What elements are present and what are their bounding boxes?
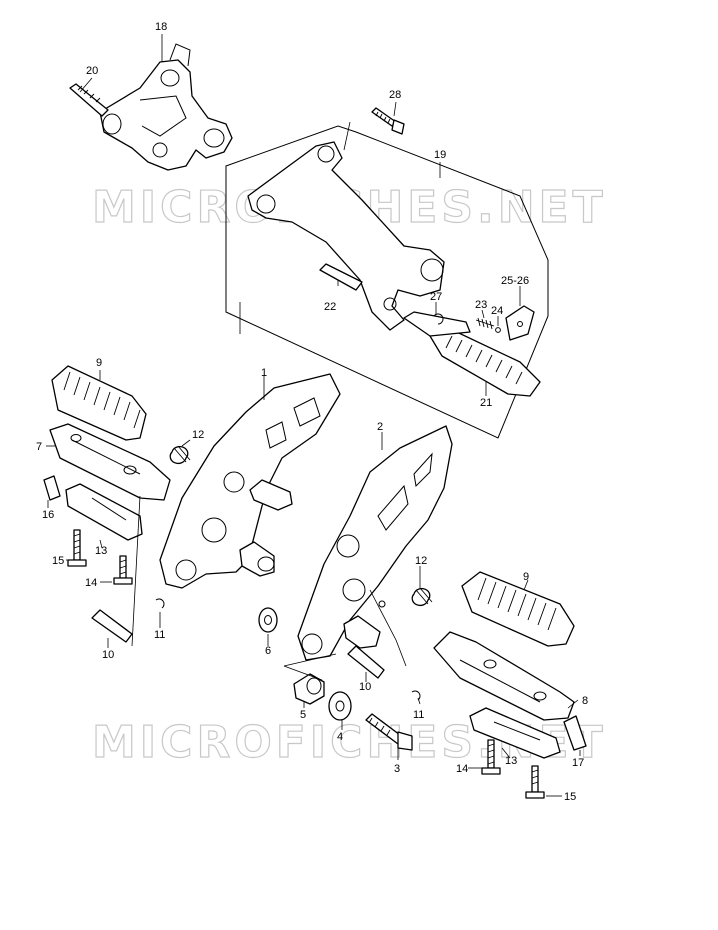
callout-12-left: 12: [192, 429, 204, 441]
callout-1: 1: [261, 367, 267, 379]
callout-11-left: 11: [154, 629, 165, 641]
part-14-bolt-right: [481, 739, 501, 775]
part-27-clip: [433, 313, 444, 325]
part-5-bushing: [293, 673, 325, 705]
callout-9-left: 9: [96, 357, 102, 369]
callout-11-right: 11: [413, 709, 424, 721]
callout-10-left: 10: [102, 649, 114, 661]
callout-16: 16: [42, 509, 54, 521]
part-9-rubber-right: [461, 571, 575, 647]
part-21-footpeg: [403, 311, 541, 397]
part-7-footrest-left: [49, 423, 171, 501]
part-22-pin: [319, 263, 363, 291]
callout-23: 23: [475, 299, 487, 311]
callout-4: 4: [337, 731, 343, 743]
part-9-rubber-left: [51, 365, 147, 441]
part-10-pin-left: [91, 609, 133, 643]
callout-25-26: 25-26: [501, 275, 529, 287]
callout-3: 3: [394, 763, 400, 775]
part-14-bolt-left: [113, 555, 133, 585]
callout-28: 28: [389, 89, 401, 101]
assembly-19-frame: [225, 125, 549, 439]
callout-7: 7: [36, 441, 42, 453]
part-12-spring-left: [169, 445, 191, 465]
callout-19: 19: [434, 149, 446, 161]
part-28-bolt: [371, 107, 405, 135]
callout-13-right: 13: [505, 755, 517, 767]
callout-6: 6: [265, 645, 271, 657]
part-4-washer: [328, 691, 352, 721]
part-20-peg: [69, 83, 109, 117]
part-15-bolt-right: [525, 765, 545, 799]
callout-15-right: 15: [564, 791, 576, 803]
part-11-clip-left: [155, 598, 165, 609]
part-1-plate-left: [159, 373, 341, 589]
part-19-bracket: [247, 141, 445, 331]
callout-18: 18: [155, 21, 167, 33]
part-13-plate-right: [469, 707, 561, 759]
part-10-pin-right: [347, 645, 385, 679]
part-6-washer: [258, 607, 278, 633]
callout-15-left: 15: [52, 555, 64, 567]
part-18-bracket: [99, 43, 233, 171]
callout-17: 17: [572, 757, 584, 769]
part-2-plate-right: [297, 425, 453, 661]
callout-5: 5: [300, 709, 306, 721]
part-3-bolt: [365, 713, 413, 751]
callout-14-right: 14: [456, 763, 468, 775]
part-11-clip-right: [411, 690, 421, 701]
part-8-footrest-right: [433, 631, 575, 721]
callout-14-left: 14: [85, 577, 97, 589]
part-23-spring: [475, 317, 495, 330]
callout-9-right: 9: [523, 571, 529, 583]
callout-13-left: 13: [95, 545, 107, 557]
callout-27: 27: [430, 291, 442, 303]
callout-2: 2: [377, 421, 383, 433]
part-25-26-plate: [505, 305, 535, 341]
part-15-bolt-left: [67, 529, 87, 567]
callout-20: 20: [86, 65, 98, 77]
callout-8: 8: [582, 695, 588, 707]
callout-10-right: 10: [359, 681, 371, 693]
leader-lines: [46, 34, 581, 797]
part-16-bumper: [43, 475, 61, 501]
part-13-plate-left: [65, 483, 143, 541]
callout-12-right: 12: [415, 555, 427, 567]
callout-21: 21: [480, 397, 492, 409]
part-24-ball: [495, 327, 501, 333]
part-12-spring-right: [411, 587, 433, 607]
callout-24: 24: [491, 305, 503, 317]
part-17-bumper: [563, 715, 587, 751]
callout-22: 22: [324, 301, 336, 313]
callouts: 18 20 28 19 25-26 27 23 24 22 21 9 1 7 1…: [36, 21, 588, 803]
